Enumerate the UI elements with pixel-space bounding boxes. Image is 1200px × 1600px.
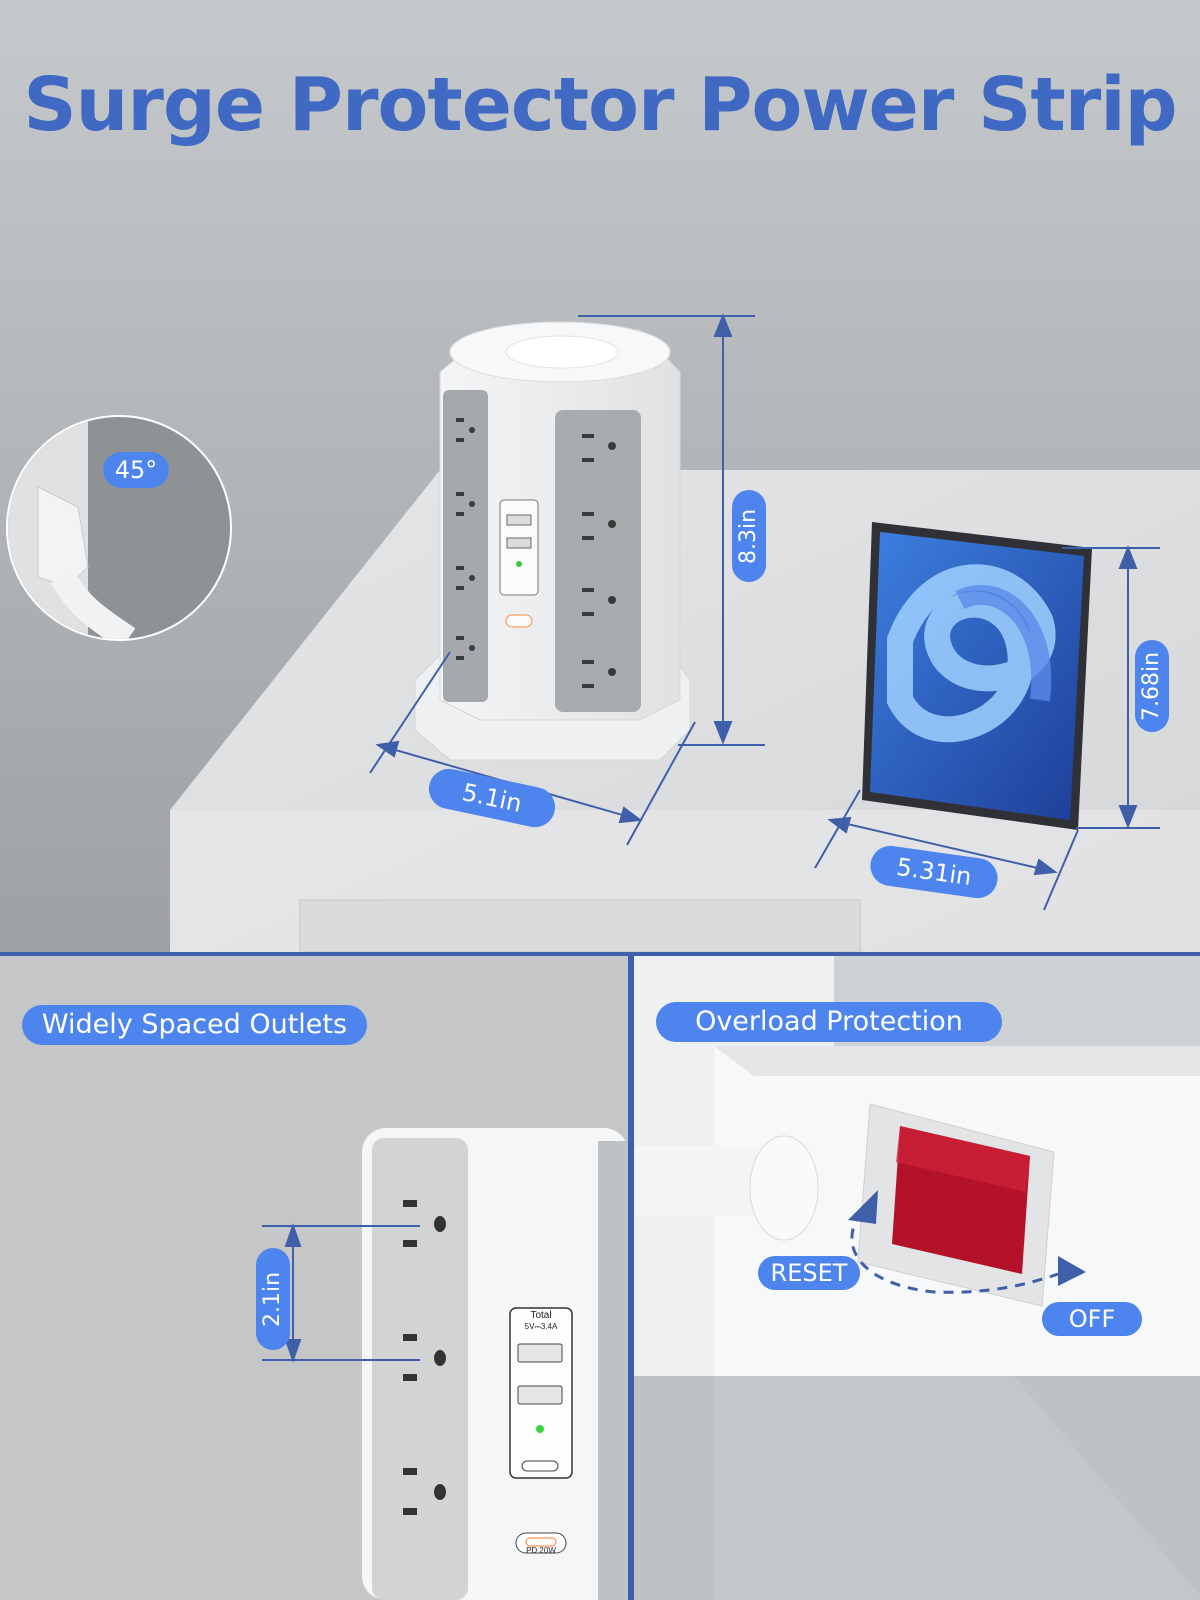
angle-inset bbox=[6, 415, 232, 641]
overload-label: Overload Protection bbox=[656, 1002, 1002, 1042]
outlet-spacing-text: 2.1in bbox=[260, 1271, 286, 1327]
angle-badge: 45° bbox=[103, 452, 169, 488]
page-title: Surge Protector Power Strip bbox=[23, 62, 1177, 148]
outlets-closeup bbox=[0, 956, 628, 1600]
vertical-divider bbox=[628, 952, 634, 1600]
tablet-height-text: 7.68in bbox=[1139, 651, 1165, 721]
height-dimension-text: 8.3in bbox=[736, 508, 762, 564]
top-scene bbox=[0, 0, 1200, 952]
tablet-height-dimension: 7.68in bbox=[1135, 640, 1169, 732]
horizontal-divider bbox=[0, 952, 1200, 956]
usb-rating: 5V⎓3.4A bbox=[524, 1322, 558, 1331]
switch-closeup bbox=[634, 956, 1200, 1600]
usb-header: Total bbox=[530, 1310, 552, 1321]
outlets-label: Widely Spaced Outlets bbox=[22, 1005, 367, 1045]
off-label: OFF bbox=[1042, 1302, 1142, 1336]
outlet-spacing-dimension: 2.1in bbox=[256, 1248, 290, 1350]
pd-label: PD 20W bbox=[526, 1546, 556, 1555]
height-dimension: 8.3in bbox=[732, 490, 766, 582]
reset-label: RESET bbox=[758, 1256, 860, 1290]
